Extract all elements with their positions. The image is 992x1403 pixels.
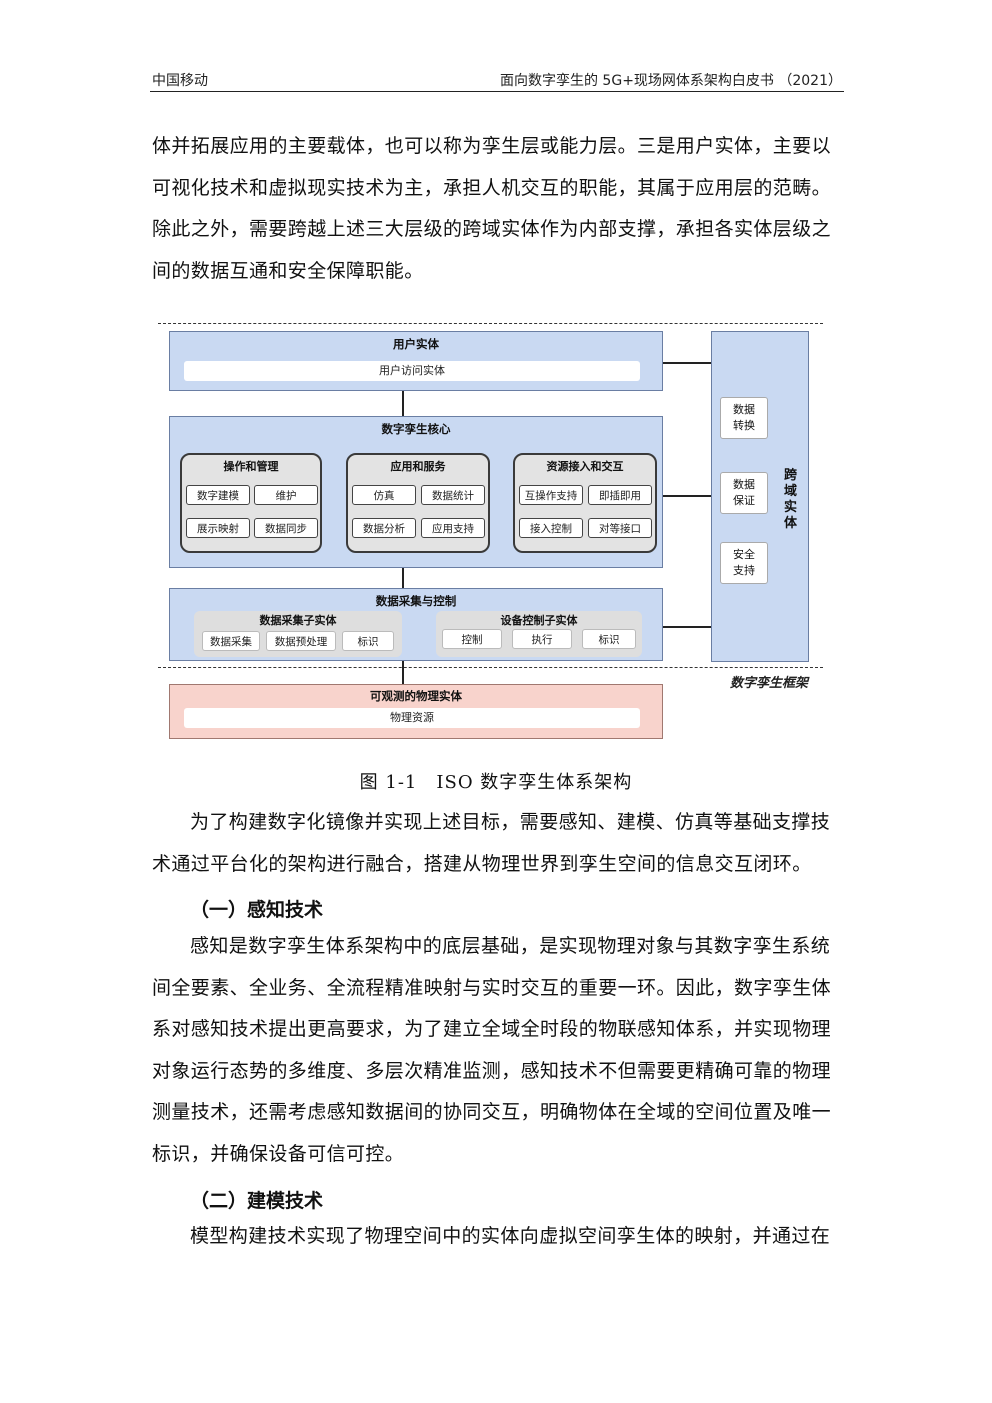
cell-identify-1: 标识 — [342, 631, 394, 651]
collect-sub-control-title: 设备控制子实体 — [500, 614, 578, 627]
cross-item-convert: 数据 转换 — [720, 397, 768, 439]
header-right: 面向数字孪生的 5G+现场网体系架构白皮书 （2021） — [499, 73, 842, 89]
core-title: 数字孪生核心 — [381, 422, 451, 436]
cell-interop: 互操作支持 — [519, 485, 583, 505]
cell-analysis: 数据分析 — [352, 518, 416, 538]
cell-statistics: 数据统计 — [421, 485, 485, 505]
header-rule — [150, 91, 844, 92]
cell-peer-interface: 对等接口 — [588, 518, 652, 538]
cell-execute: 执行 — [512, 629, 572, 649]
cross-item-assure: 数据 保证 — [720, 472, 768, 514]
header-left: 中国移动 — [152, 73, 208, 89]
cell-modeling: 数字建模 — [186, 485, 250, 505]
section-heading-modeling: （二）建模技术 — [190, 1190, 324, 1212]
cell-simulation: 仿真 — [352, 485, 416, 505]
collect-sub-acquire: 数据采集子实体 数据采集 数据预处理 标识 — [194, 611, 402, 657]
paragraph-intro: 体并拓展应用的主要载体，也可以称为孪生层或能力层。三是用户实体，主要以可视化技术… — [152, 135, 832, 282]
connector-core-cross — [662, 495, 712, 497]
cell-display: 展示映射 — [186, 518, 250, 538]
section-heading-sensing: （一）感知技术 — [190, 899, 324, 921]
group-resource-title: 资源接入和交互 — [546, 460, 624, 473]
group-operation-title: 操作和管理 — [223, 460, 279, 473]
user-entity-title: 用户实体 — [393, 337, 439, 351]
framework-label: 数字孪生框架 — [730, 676, 809, 691]
diagram-top-dashed-line — [158, 323, 823, 324]
architecture-diagram: 用户实体 用户访问实体 数字孪生核心 操作和管理 数字建模 维护 展示映射 数据… — [155, 320, 835, 745]
connector-collect-physical — [402, 660, 404, 684]
user-entity-box: 用户实体 用户访问实体 — [169, 331, 663, 391]
connector-user-core — [402, 390, 404, 416]
cell-identify-2: 标识 — [582, 629, 636, 649]
cell-control: 控制 — [442, 629, 502, 649]
group-application: 应用和服务 仿真 数据统计 数据分析 应用支持 — [346, 453, 490, 553]
collect-title: 数据采集与控制 — [375, 594, 457, 608]
cross-entity-title: 跨域实体 — [784, 468, 798, 531]
group-application-title: 应用和服务 — [390, 460, 446, 473]
figure-caption: 图 1-1 ISO 数字孪生体系架构 — [359, 772, 633, 793]
cell-preprocess: 数据预处理 — [266, 631, 336, 651]
cell-maintenance: 维护 — [254, 485, 318, 505]
collect-sub-control: 设备控制子实体 控制 执行 标识 — [436, 611, 642, 657]
physical-entity-box: 可观测的物理实体 物理资源 — [169, 684, 663, 739]
paragraph-modeling: 模型构建技术实现了物理空间中的实体向虚拟空间孪生体的映射，并通过在 — [190, 1225, 831, 1247]
group-operation: 操作和管理 数字建模 维护 展示映射 数据同步 — [180, 453, 322, 553]
cell-access-control: 接入控制 — [519, 518, 583, 538]
physical-entity-bar: 物理资源 — [184, 708, 640, 728]
collect-box: 数据采集与控制 数据采集子实体 数据采集 数据预处理 标识 设备控制子实体 控制… — [169, 588, 663, 661]
cell-sync: 数据同步 — [254, 518, 318, 538]
cell-acquire: 数据采集 — [202, 631, 260, 651]
user-entity-bar: 用户访问实体 — [184, 361, 640, 381]
physical-entity-title: 可观测的物理实体 — [370, 689, 462, 703]
cell-plugplay: 即插即用 — [588, 485, 652, 505]
paragraph-sensing: 感知是数字孪生体系架构中的底层基础，是实现物理对象与其数字孪生系统间全要素、全业… — [152, 935, 832, 1165]
connector-user-cross — [662, 362, 712, 364]
cross-item-security: 安全 支持 — [720, 542, 768, 584]
diagram-bottom-dashed-line — [158, 667, 823, 668]
group-resource: 资源接入和交互 互操作支持 即插即用 接入控制 对等接口 — [513, 453, 657, 553]
core-box: 数字孪生核心 操作和管理 数字建模 维护 展示映射 数据同步 应用和服务 仿真 … — [169, 416, 663, 568]
collect-sub-acquire-title: 数据采集子实体 — [259, 614, 337, 627]
paragraph-integration: 为了构建数字化镜像并实现上述目标，需要感知、建模、仿真等基础支撑技术通过平台化的… — [152, 811, 831, 875]
connector-collect-cross — [662, 626, 712, 628]
connector-core-collect — [402, 566, 404, 588]
cell-app-support: 应用支持 — [421, 518, 485, 538]
